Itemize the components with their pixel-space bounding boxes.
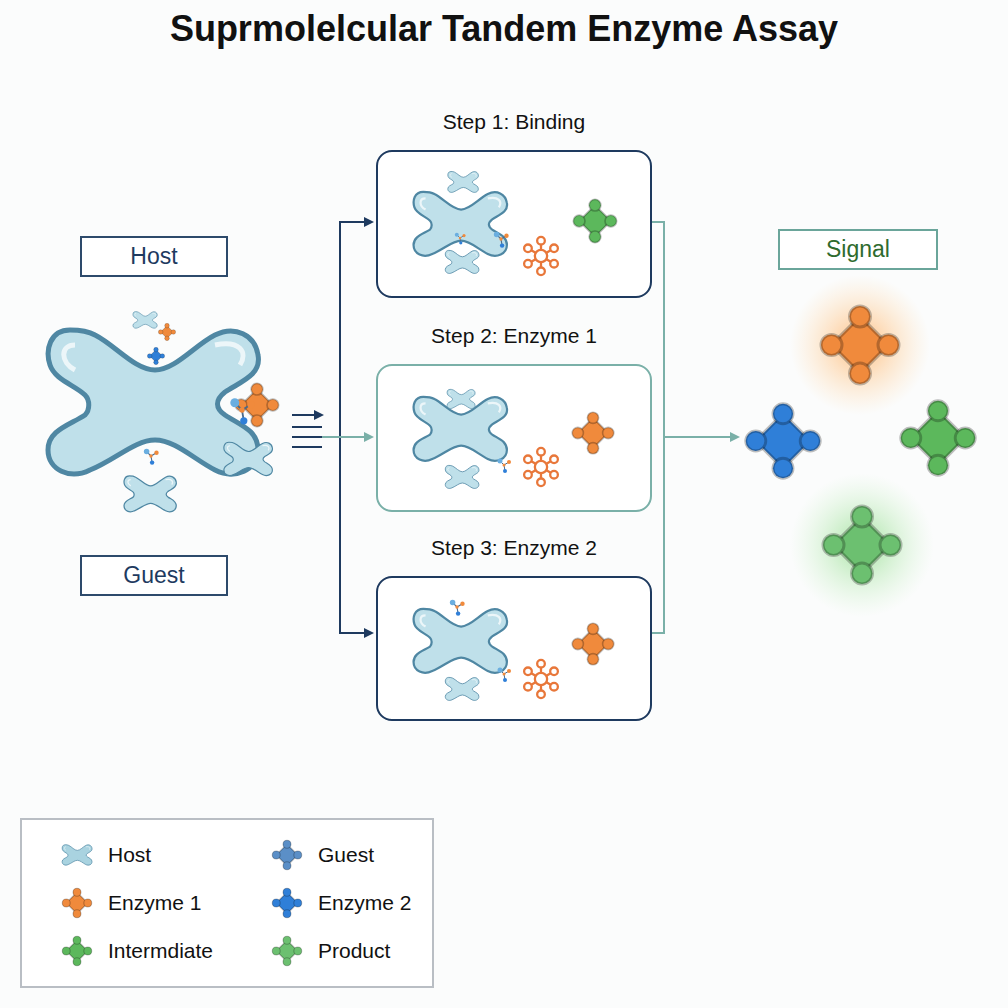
legend-label: Intermdiate [108, 939, 213, 963]
legend-swatch [60, 838, 94, 872]
star-molecule [524, 237, 558, 275]
legend: Host GuestEnzyme 1 Enzyme 2 Intermdiate Prod… [20, 818, 434, 988]
branch-arrow [322, 436, 372, 438]
signal-glow [790, 275, 930, 415]
enzyme-icon [158, 323, 175, 340]
step-heading: Step 2: Enzyme 1 [338, 324, 690, 348]
title: Suprmolelcular Tandem Enzyme Assay [0, 8, 1008, 50]
guest-icon [450, 600, 465, 616]
star-molecule [524, 448, 558, 486]
legend-icon [62, 845, 92, 865]
host-icon [445, 677, 479, 700]
host-icon [124, 476, 176, 512]
host-molecule [414, 397, 508, 461]
legend-item: Enzyme 2 [270, 886, 411, 920]
legend-item: Enzyme 1 [60, 886, 201, 920]
host-molecule [414, 609, 508, 673]
signal-box: Signal [778, 229, 938, 270]
legend-swatch [60, 934, 94, 968]
legend-item: Host [60, 838, 151, 872]
guest-icon [144, 449, 159, 465]
legend-icon [272, 888, 301, 917]
signal-glow [790, 473, 934, 617]
guest-icon [498, 668, 512, 683]
legend-label: Guest [318, 843, 374, 867]
signal-molecule [821, 306, 899, 384]
merge-arrows [652, 222, 738, 633]
signal-molecule [823, 506, 901, 584]
host-icon [445, 250, 479, 273]
legend-swatch [270, 838, 304, 872]
legend-item: Intermdiate [60, 934, 213, 968]
host-icon [448, 171, 479, 192]
legend-icon [62, 936, 91, 965]
host-icon [224, 442, 273, 475]
step-box: Step 2: Enzyme 1 [376, 364, 652, 512]
legend-label: Product [318, 939, 390, 963]
guest-icon [455, 233, 466, 245]
flow-line [292, 446, 322, 448]
legend-item: Guest [270, 838, 374, 872]
flow-line [292, 436, 322, 438]
node-label: Guest [123, 562, 184, 589]
legend-icon [272, 936, 301, 965]
step-heading: Step 1: Binding [338, 110, 690, 134]
branch-line [340, 222, 372, 633]
step-box: Step 3: Enzyme 2 [376, 576, 652, 721]
flow-arrow [292, 414, 322, 416]
host-molecule [414, 192, 508, 256]
step-box: Step 1: Binding [376, 150, 652, 298]
legend-swatch [60, 886, 94, 920]
intermediate-molecule [573, 199, 616, 242]
legend-icon [272, 840, 301, 869]
node-label: Host [130, 243, 177, 270]
merge-arrow [664, 436, 738, 438]
label-box: Host [80, 236, 228, 277]
legend-label: Enzyme 1 [108, 891, 201, 915]
star-molecule [524, 660, 558, 698]
host-icon [445, 465, 479, 488]
enzyme-molecule [572, 623, 614, 665]
host-icon [133, 312, 157, 329]
step-heading: Step 3: Enzyme 2 [338, 536, 690, 560]
signal-molecule [901, 401, 976, 476]
node-label: Signal [826, 236, 890, 263]
enzyme-icon [147, 347, 164, 364]
merge-line [652, 222, 664, 633]
split-arrows [292, 222, 372, 633]
signal-molecule [746, 404, 821, 479]
legend-label: Enzyme 2 [318, 891, 411, 915]
branch-arrow [340, 221, 372, 223]
legend-swatch [270, 886, 304, 920]
branch-arrow [340, 632, 372, 634]
host-icon [447, 389, 475, 408]
guest-icon [498, 459, 512, 474]
label-box: Guest [80, 555, 228, 596]
guest-icon [494, 232, 509, 248]
flow-line [292, 426, 322, 428]
legend-item: Product [270, 934, 390, 968]
legend-icon [62, 888, 91, 917]
guest-icon [230, 398, 254, 424]
legend-swatch [270, 934, 304, 968]
host-molecule [48, 330, 258, 474]
legend-label: Host [108, 843, 151, 867]
enzyme-molecule [572, 412, 614, 454]
enzyme-molecule [235, 383, 278, 426]
